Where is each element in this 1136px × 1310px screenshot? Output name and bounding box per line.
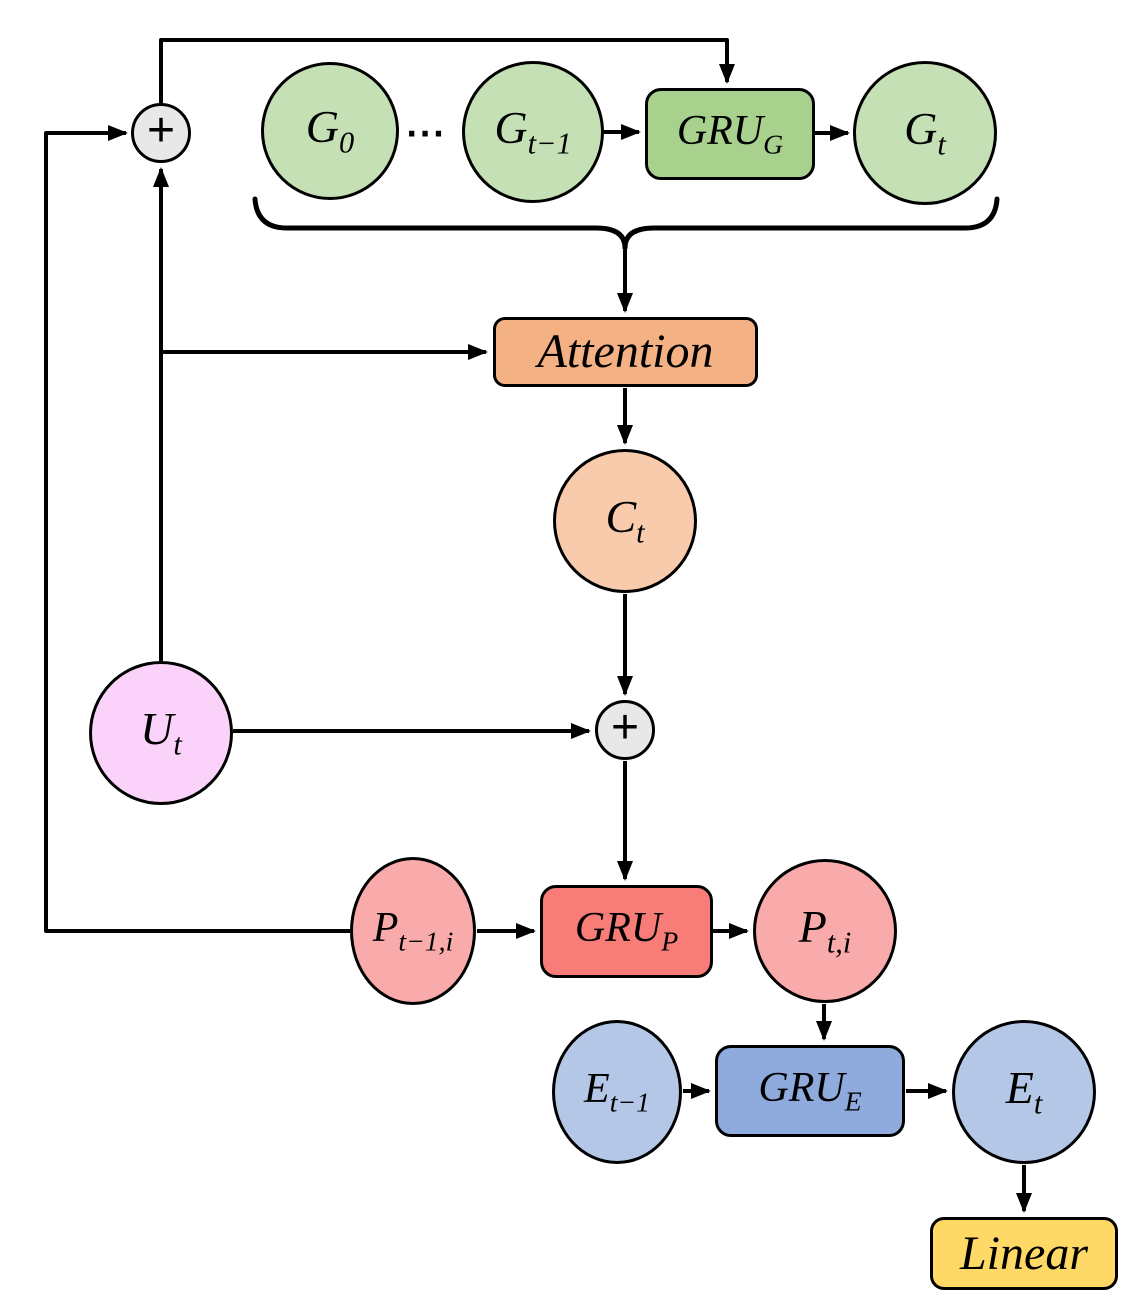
node-u-t: Ut — [89, 661, 233, 805]
node-g0: G0 — [261, 62, 399, 200]
edge-sum-top-to-gru-g — [159, 38, 735, 103]
node-g0-label: G0 — [305, 101, 355, 160]
node-g-t: Gt — [853, 61, 997, 205]
node-g-t-label: Gt — [904, 103, 946, 162]
node-e-t: Et — [952, 1020, 1096, 1164]
node-gru-e: GRUE — [715, 1045, 905, 1137]
node-gru-e-label: GRUE — [758, 1064, 862, 1117]
node-e-prev: Et−1 — [552, 1020, 682, 1164]
node-linear-label: Linear — [959, 1226, 1088, 1280]
node-c-t: Ct — [553, 449, 697, 593]
node-e-prev-label: Et−1 — [584, 1065, 650, 1118]
node-p-prev: Pt−1,i — [350, 857, 476, 1005]
sum-node-top: + — [131, 103, 191, 163]
sum-node-mid: + — [595, 700, 655, 760]
node-p-prev-label: Pt−1,i — [372, 904, 454, 957]
edge-pprev-to-sum-top — [44, 125, 350, 933]
node-gru-p: GRUP — [540, 885, 713, 978]
node-attention-label: Attention — [537, 325, 714, 378]
node-g-prev: Gt−1 — [462, 61, 604, 203]
node-g-prev-label: Gt−1 — [494, 102, 572, 161]
node-gru-g: GRUG — [645, 88, 815, 180]
node-gru-g-label: GRUG — [676, 107, 784, 160]
ellipsis-dots: ··· — [406, 117, 447, 152]
node-attention: Attention — [493, 317, 758, 387]
node-c-t-label: Ct — [605, 491, 645, 550]
plus-icon: + — [146, 104, 176, 157]
node-p-t-label: Pt,i — [798, 901, 852, 960]
node-p-t: Pt,i — [753, 859, 897, 1003]
plus-icon: + — [610, 701, 640, 754]
brace-under-g-sequence — [252, 196, 1000, 251]
node-u-t-label: Ut — [140, 703, 182, 762]
node-e-t-label: Et — [1005, 1062, 1043, 1121]
node-linear: Linear — [930, 1217, 1118, 1290]
node-gru-p-label: GRUP — [574, 905, 679, 957]
